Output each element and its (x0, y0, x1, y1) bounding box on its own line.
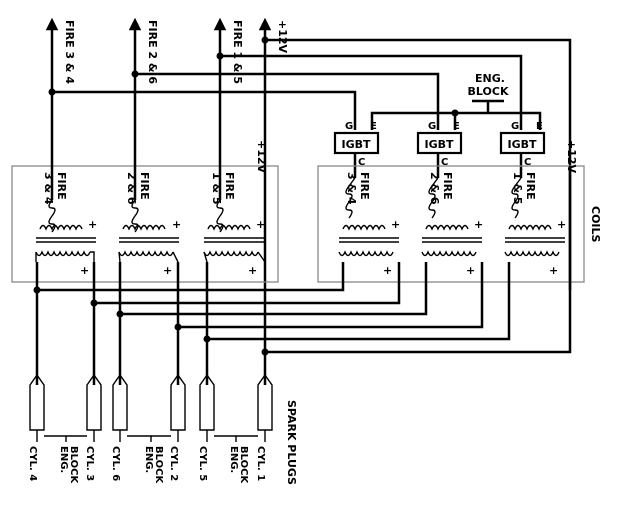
eng-block-label: ENG. (475, 72, 505, 85)
cyl-1-label: CYL. 1 (255, 446, 266, 481)
coil-label-2-6-right: 2 & 6 (428, 172, 441, 205)
input-label-12v: +12V (276, 20, 289, 54)
svg-text:+: + (466, 264, 475, 277)
coil-pack-right: COILS +12V 3 & 4 FIRE 2 & 6 FIRE 1 & 5 F… (317, 140, 602, 290)
svg-text:FIRE: FIRE (223, 172, 236, 200)
spark-plugs: CYL. 4 CYL. 3 CYL. 6 CYL. 2 CYL. 5 CYL. … (27, 373, 298, 485)
svg-text:+: + (172, 218, 181, 231)
svg-text:+: + (391, 218, 400, 231)
svg-text:+: + (80, 264, 89, 277)
svg-text:C: C (441, 157, 448, 168)
cyl-3-label: CYL. 3 (84, 446, 95, 481)
svg-text:BLOCK: BLOCK (68, 446, 79, 484)
junction-dots (33, 36, 459, 356)
svg-text:+: + (557, 218, 566, 231)
svg-text:+: + (383, 264, 392, 277)
svg-text:E: E (370, 121, 377, 132)
input-label-fire-2-6: FIRE 2 & 6 (146, 20, 159, 84)
svg-text:ENG.: ENG. (228, 446, 239, 473)
svg-text:C: C (524, 157, 531, 168)
svg-text:+: + (88, 218, 97, 231)
input-label-fire-1-5: FIRE 1 & 5 (231, 20, 244, 84)
svg-text:+12V: +12V (255, 140, 268, 174)
svg-text:ENG.: ENG. (143, 446, 154, 473)
svg-text:FIRE: FIRE (441, 172, 454, 200)
svg-text:+: + (474, 218, 483, 231)
svg-text:E: E (536, 121, 543, 132)
svg-text:FIRE: FIRE (55, 172, 68, 200)
coils-label: COILS (589, 206, 602, 243)
svg-text:C: C (358, 157, 365, 168)
svg-text:+12V: +12V (565, 140, 578, 174)
eng-block-label-2: BLOCK (468, 85, 509, 98)
hv-wires (35, 262, 572, 385)
cyl-2-label: CYL. 2 (168, 446, 179, 481)
top-inputs: FIRE 3 & 4 FIRE 2 & 6 FIRE 1 & 5 +12V (45, 17, 289, 290)
svg-text:G: G (428, 121, 436, 132)
svg-text:FIRE: FIRE (358, 172, 371, 200)
coil-label-1-5-right: 1 & 5 (511, 172, 524, 205)
svg-text:+: + (549, 264, 558, 277)
coil-label-2-6-left: 2 & 6 (125, 172, 138, 205)
input-label-fire-3-4: FIRE 3 & 4 (63, 20, 76, 84)
igbt-2-label: IGBT (424, 138, 454, 151)
cyl-6-label: CYL. 6 (110, 446, 121, 481)
coil-pack-left: +12V 3 & 4 FIRE 2 & 6 FIRE 1 & 5 FIRE + … (11, 140, 279, 283)
svg-text:BLOCK: BLOCK (153, 446, 164, 484)
spark-plugs-label: SPARK PLUGS (285, 400, 298, 485)
igbt-1-label: IGBT (341, 138, 371, 151)
cyl-5-label: CYL. 5 (197, 446, 208, 481)
igbt-modules: IGBT IGBT IGBT G E G E G E C C C (333, 121, 546, 178)
svg-text:FIRE: FIRE (138, 172, 151, 200)
svg-text:G: G (511, 121, 519, 132)
svg-text:+: + (248, 264, 257, 277)
svg-text:BLOCK: BLOCK (238, 446, 249, 484)
eng-block-ground: ENG. BLOCK (370, 72, 542, 130)
svg-text:G: G (345, 121, 353, 132)
cyl-4-label: CYL. 4 (27, 446, 38, 481)
svg-text:ENG.: ENG. (58, 446, 69, 473)
svg-text:+: + (256, 218, 265, 231)
svg-text:+: + (163, 264, 172, 277)
svg-text:FIRE: FIRE (524, 172, 537, 200)
coil-label-3-4-left: 3 & 4 (42, 172, 55, 205)
coil-label-3-4-right: 3 & 4 (345, 172, 358, 205)
svg-text:E: E (453, 121, 460, 132)
coil-label-1-5-left: 1 & 5 (210, 172, 223, 205)
igbt-3-label: IGBT (507, 138, 537, 151)
